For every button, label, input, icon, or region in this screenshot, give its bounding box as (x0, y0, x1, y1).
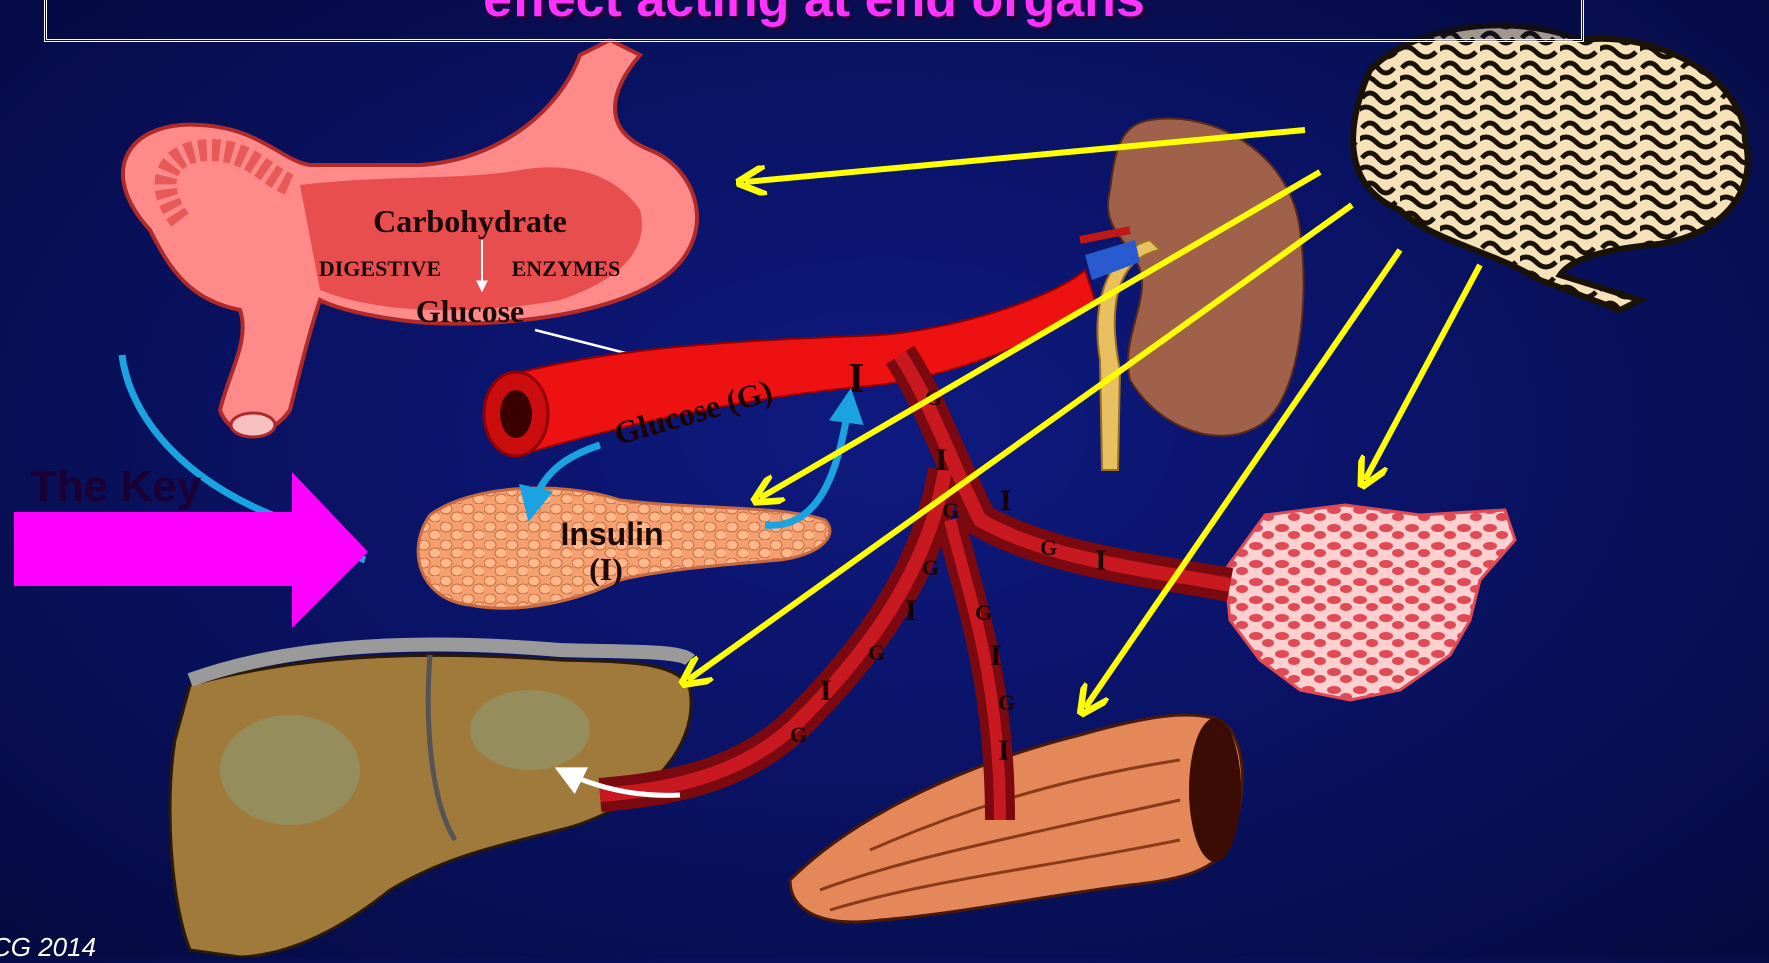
branch-i-label: I (1000, 484, 1012, 517)
copyright-note: CG 2014 (0, 932, 96, 963)
branch-i-label: I (990, 639, 1002, 672)
slide-title: effect acting at end organs (47, 0, 1581, 29)
adipose-tissue-icon (1225, 505, 1515, 700)
branch-g-label: G (942, 498, 959, 523)
branch-i-label: I (820, 674, 832, 707)
branch-i-label: I (1095, 544, 1107, 577)
branch-g-label: G (922, 555, 939, 580)
title-banner: effect acting at end organs (44, 0, 1584, 42)
key-label: The Key (30, 462, 201, 512)
branch-g-label: G (790, 722, 807, 747)
brain-icon (1353, 25, 1748, 310)
branch-g-label: G (868, 640, 885, 665)
enzymes-label: ENZYMES (512, 256, 621, 281)
branch-g-label: G (1040, 535, 1057, 560)
carbohydrate-label: Carbohydrate (373, 203, 567, 239)
branch-g-label: G (998, 690, 1015, 715)
arrow-to-adipose (1365, 265, 1480, 480)
branch-g-label: G (975, 600, 992, 625)
pancreas-to-vessel-arrow (765, 395, 850, 525)
glucose-product-label: Glucose (416, 293, 524, 329)
muscle-icon (790, 715, 1242, 922)
digestive-label: DIGESTIVE (319, 256, 441, 281)
branch-i-label: I (998, 734, 1010, 767)
insulin-symbol-label: (I) (589, 551, 623, 587)
branch-i-label: I (905, 594, 917, 627)
branch-i-label: I (935, 441, 947, 477)
insulin-label: Insulin (560, 516, 663, 552)
